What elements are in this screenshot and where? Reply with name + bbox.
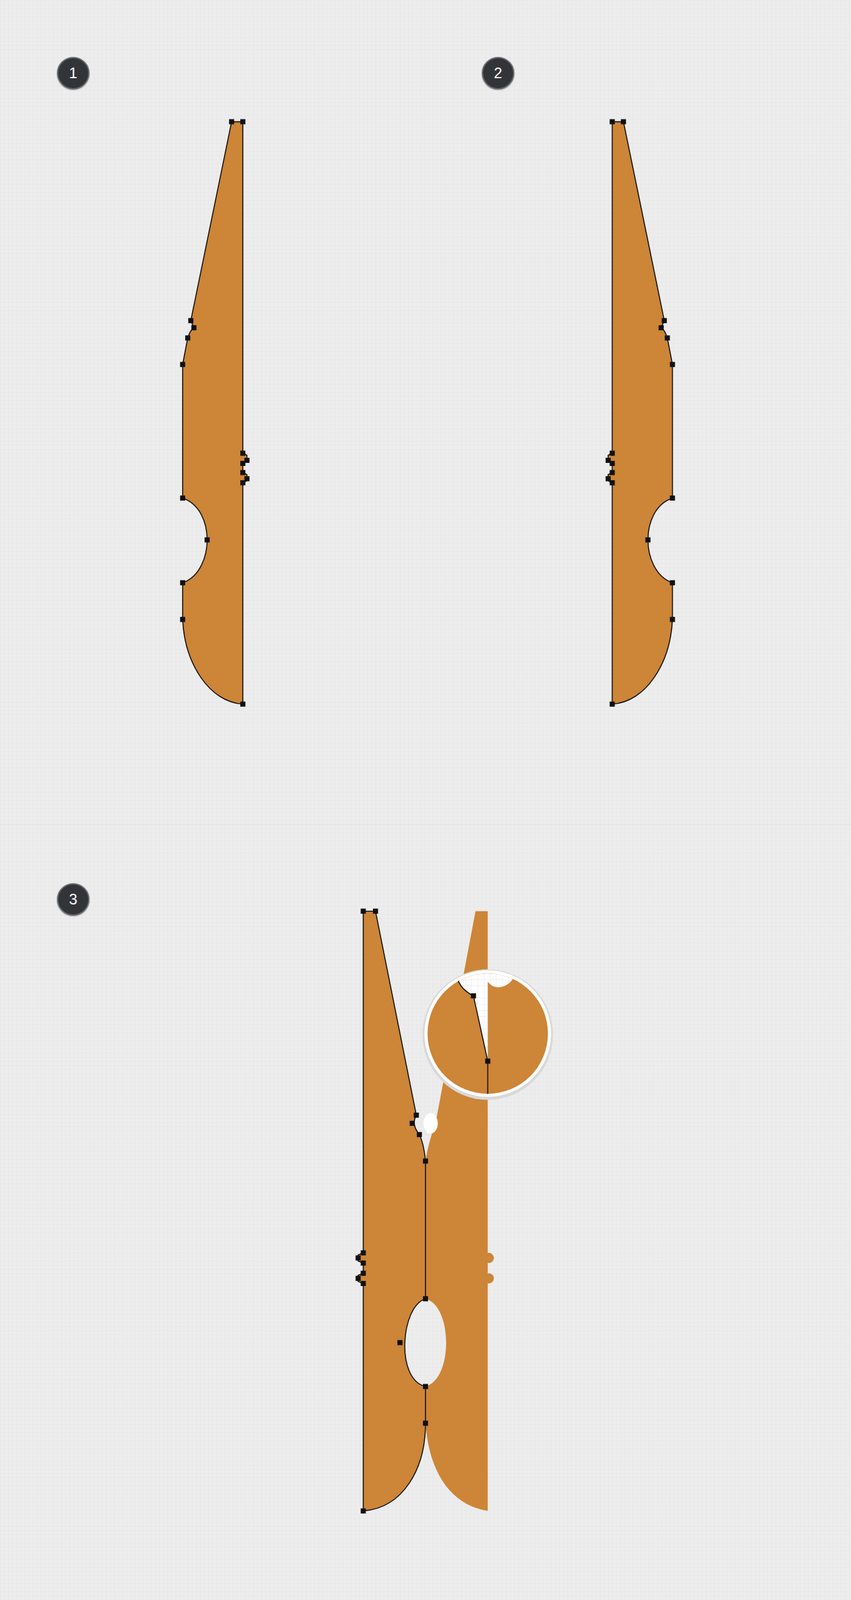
- callout-number: 3: [56, 883, 90, 917]
- callout-number: 2: [481, 56, 515, 90]
- callout-text: 1: [68, 65, 77, 81]
- callout-text: 2: [493, 65, 502, 81]
- callout-number: 1: [56, 56, 90, 90]
- callout-text: 3: [68, 892, 77, 908]
